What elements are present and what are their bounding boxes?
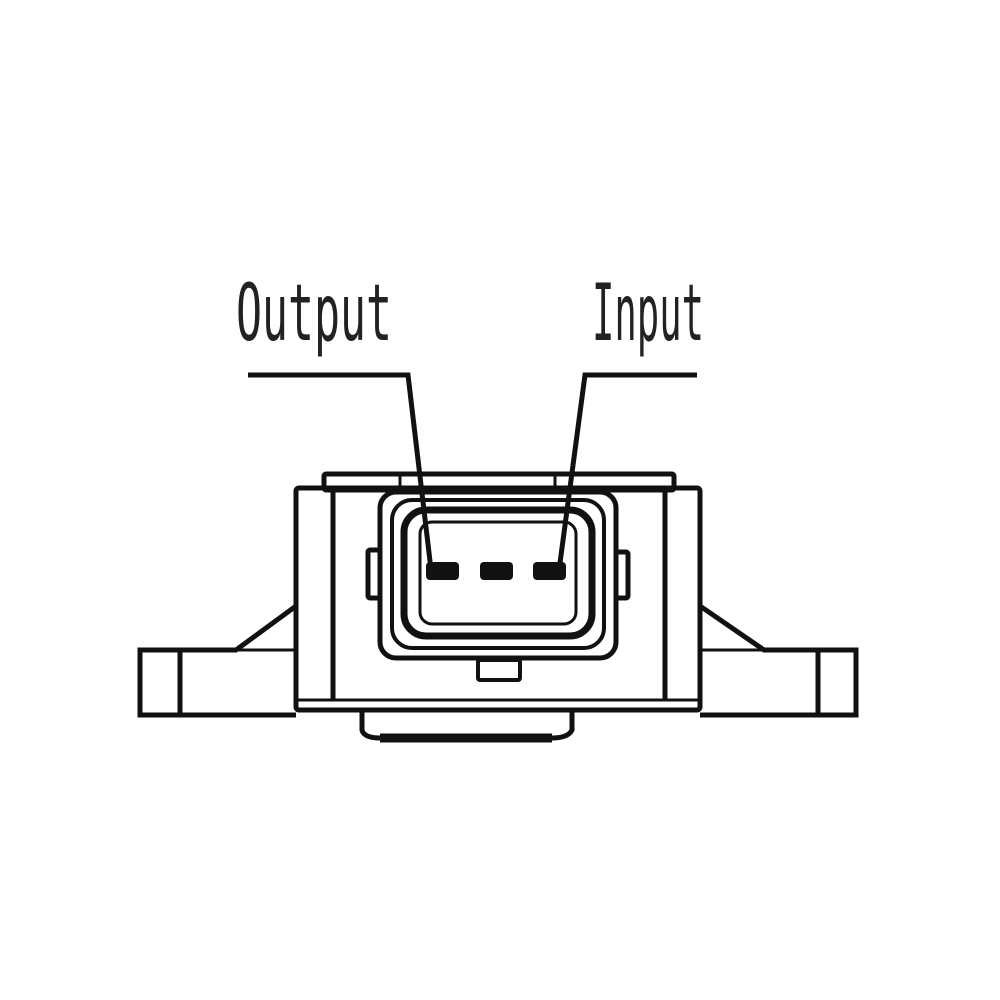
left-mounting-flange [137,603,298,718]
input-pin [533,562,566,580]
output-pin [426,562,459,580]
input-label: Input [592,269,704,359]
connector-key-tab [476,658,522,682]
connector-pins [426,562,566,580]
output-label: Output [236,269,392,359]
connector-socket [400,506,596,640]
sensor-body [137,471,859,743]
right-mounting-flange [698,603,859,718]
middle-pin [480,562,513,580]
top-cap [321,471,677,493]
